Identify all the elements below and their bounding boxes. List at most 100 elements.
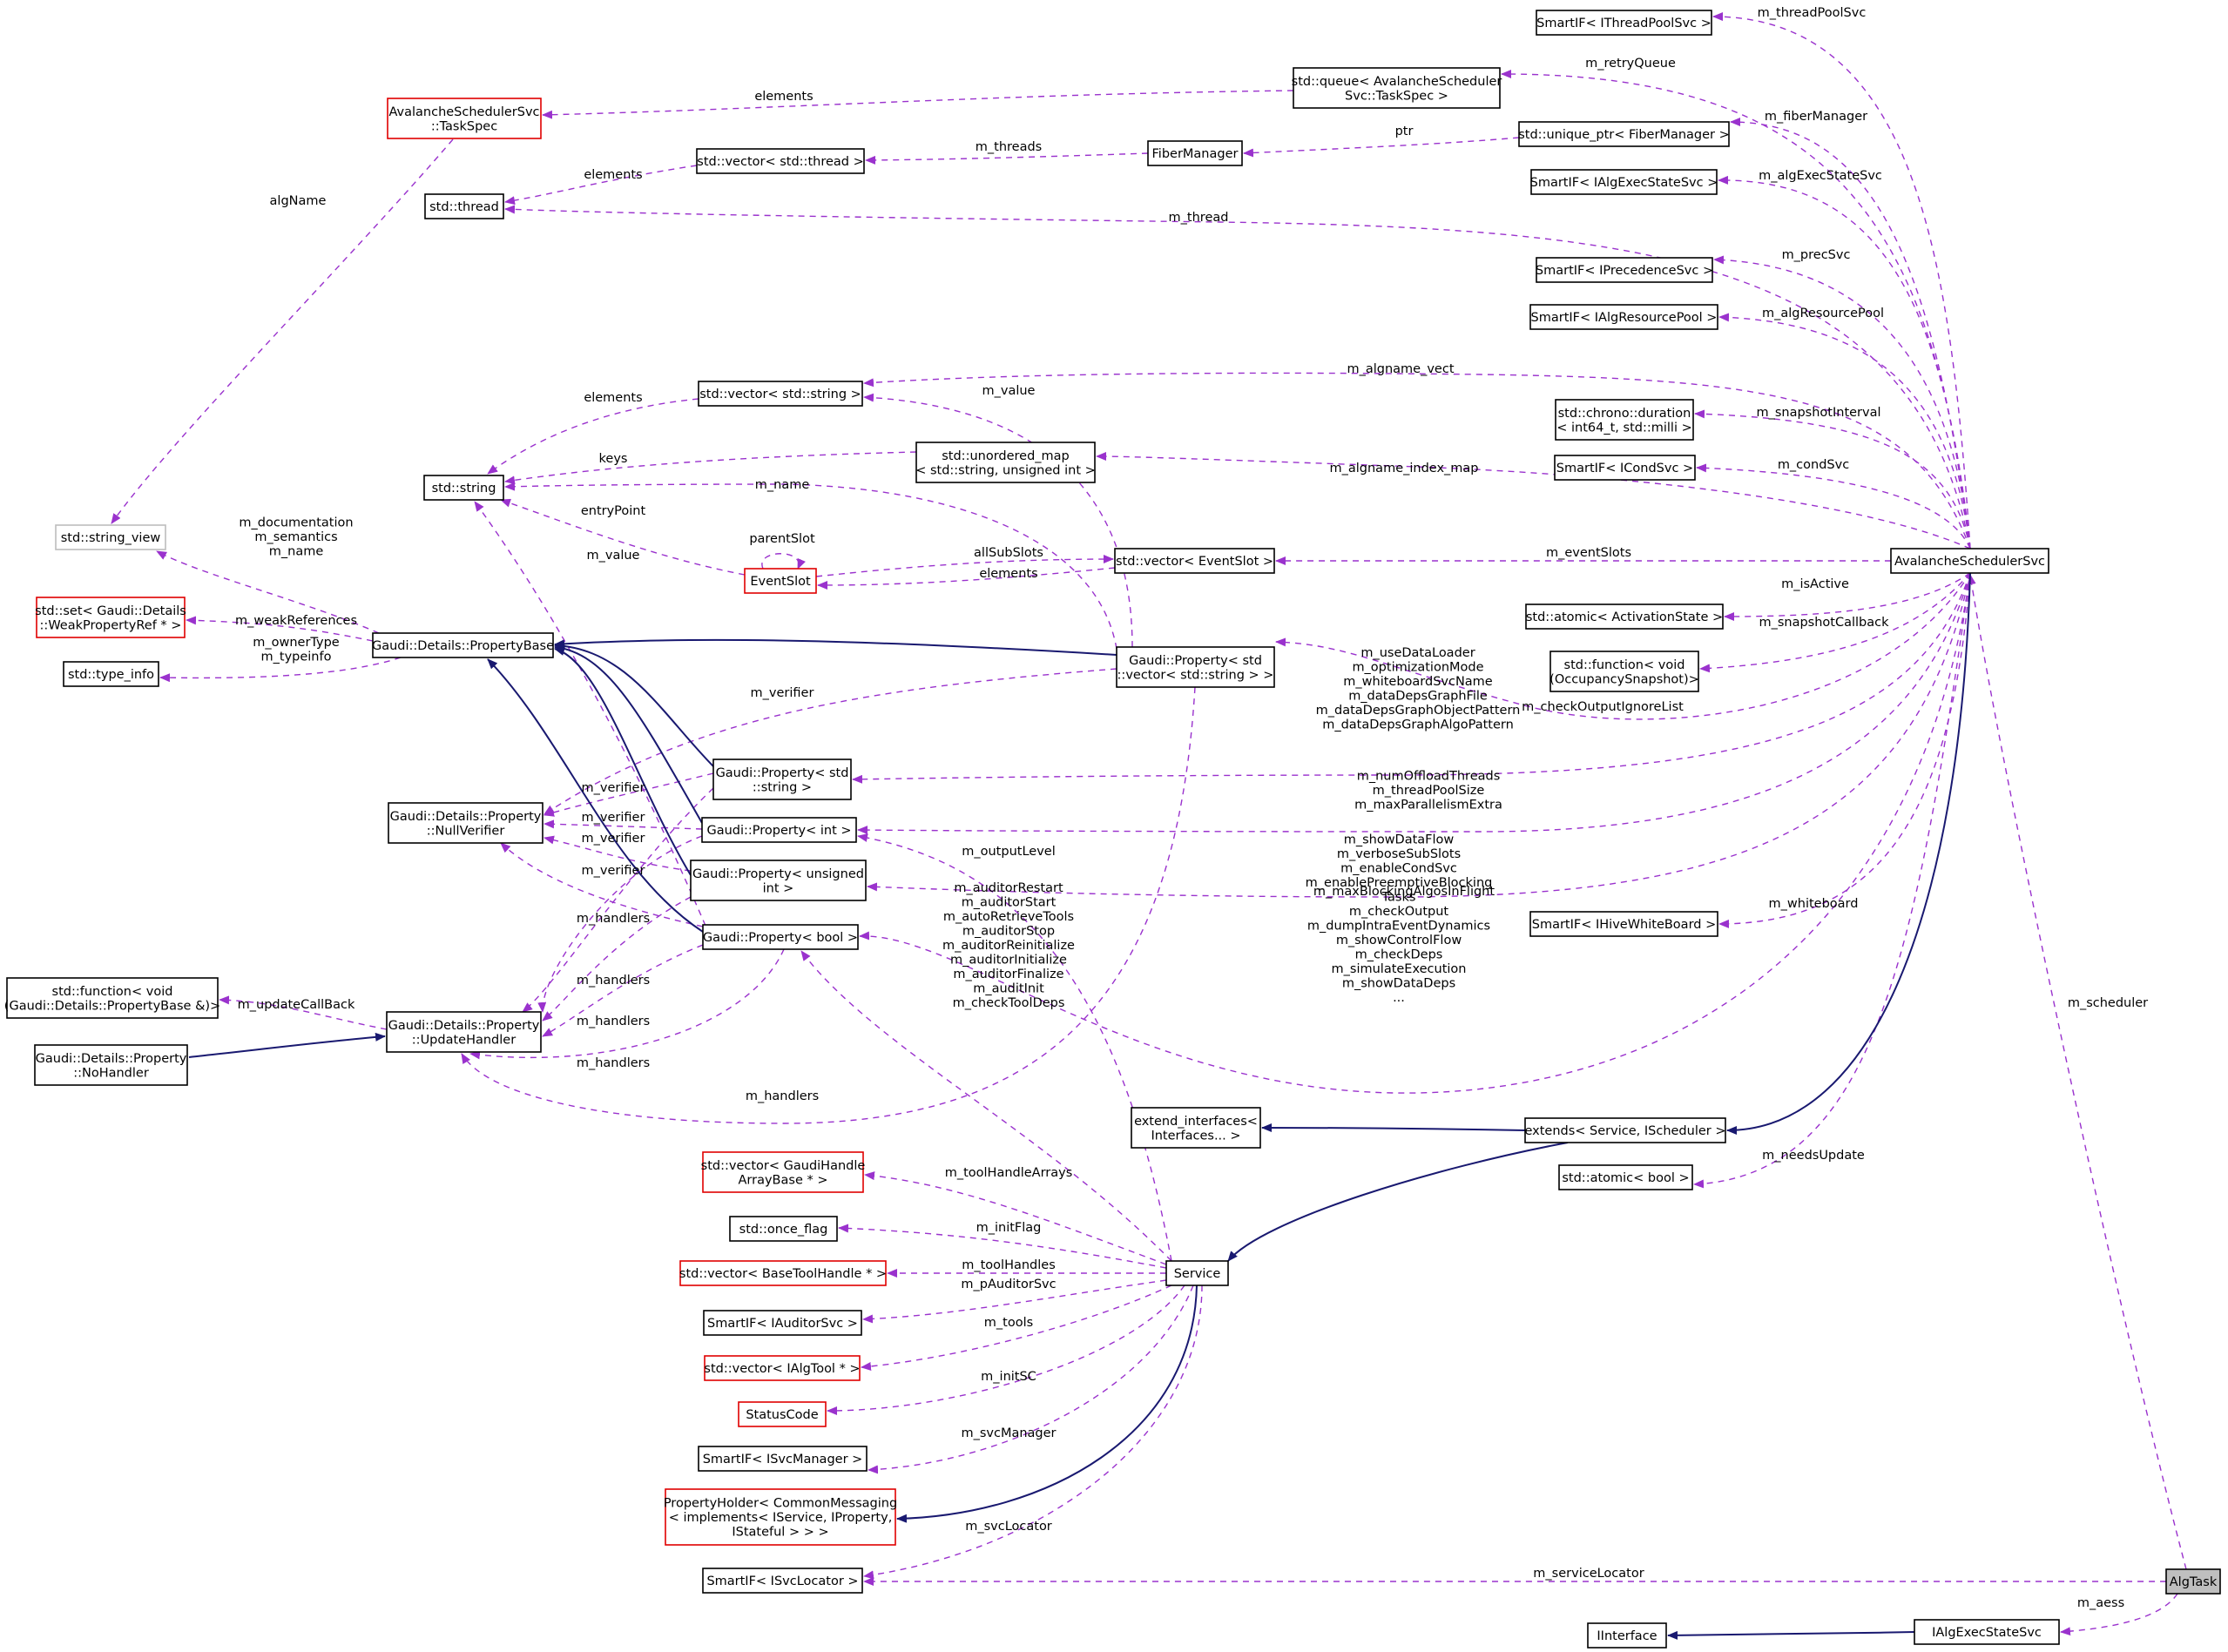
class-node-label: Gaudi::Details::PropertyBase [372, 639, 554, 653]
class-node-funcocc[interactable]: std::function< void(OccupancySnapshot)> [1549, 651, 1699, 692]
class-node-service[interactable]: Service [1165, 1260, 1229, 1286]
class-node-vecbasetool[interactable]: std::vector< BaseToolHandle * > [679, 1260, 887, 1286]
edge-label-line: m_dataDepsGraphAlgoPattern [1322, 718, 1514, 732]
class-node-propint[interactable]: Gaudi::Property< int > [701, 817, 857, 843]
edge-label-line: m_pAuditorSvc [961, 1278, 1056, 1291]
class-node-nullverifier[interactable]: Gaudi::Details::Property::NullVerifier [388, 802, 543, 844]
class-node-funcpb[interactable]: std::function< void(Gaudi::Details::Prop… [4, 977, 220, 1019]
class-node-label: std::string_view [61, 531, 161, 545]
class-node-umap[interactable]: std::unordered_map< std::string, unsigne… [915, 442, 1096, 483]
class-node-algres[interactable]: SmartIF< IAlgResourcePool > [1529, 304, 1718, 330]
edge-label-line: m_auditorStop [962, 925, 1055, 939]
class-node-vecstring[interactable]: std::vector< std::string > [698, 381, 863, 407]
class-node-label: ::vector< std::string > > [1117, 668, 1274, 682]
class-node-uniqfiber[interactable]: std::unique_ptr< FiberManager > [1518, 121, 1730, 147]
usage-edge-avalanche-to-algexecsmart [1718, 175, 1971, 550]
class-node-box [696, 148, 865, 174]
edge-label-evslots: m_eventSlots [1546, 546, 1631, 560]
edge-label-algname: algName [270, 194, 327, 208]
class-node-algexecsmart[interactable]: SmartIF< IAlgExecStateSvc > [1530, 169, 1718, 195]
class-node-hivewb[interactable]: SmartIF< IHiveWhiteBoard > [1529, 911, 1718, 937]
class-node-fibermanager[interactable]: FiberManager [1147, 140, 1243, 166]
class-node-threadpool[interactable]: SmartIF< IThreadPoolSvc > [1536, 10, 1712, 36]
class-node-avalanche[interactable]: AvalancheSchedulerSvc [1890, 548, 2049, 574]
class-node-stringview[interactable]: std::string_view [55, 524, 166, 550]
class-node-vecthread[interactable]: std::vector< std::thread > [696, 148, 865, 174]
class-node-auditorsvc[interactable]: SmartIF< IAuditorSvc > [703, 1310, 862, 1336]
class-node-label: EventSlot [750, 575, 811, 589]
class-node-box [1587, 1622, 1667, 1649]
class-node-box [1536, 257, 1713, 283]
class-node-extends[interactable]: extends< Service, IScheduler > [1524, 1117, 1726, 1143]
class-node-svcmanager[interactable]: SmartIF< ISvcManager > [698, 1446, 868, 1472]
class-node-typeinfo[interactable]: std::type_info [63, 661, 159, 687]
edge-label-line: m_verboseSubSlots [1337, 847, 1461, 861]
class-node-propvecstr[interactable]: Gaudi::Property< std::vector< std::strin… [1116, 646, 1275, 688]
class-node-statuscode[interactable]: StatusCode [738, 1401, 827, 1427]
class-node-propbase[interactable]: Gaudi::Details::PropertyBase [372, 632, 554, 658]
class-node-chrono[interactable]: std::chrono::duration< int64_t, std::mil… [1555, 399, 1694, 441]
class-node-box [1293, 67, 1501, 109]
class-node-label: std::vector< std::string > [699, 388, 861, 401]
class-node-label: std::once_flag [739, 1223, 828, 1237]
class-node-nohandler[interactable]: Gaudi::Details::Property::NoHandler [34, 1044, 188, 1086]
class-node-label: std::vector< IAlgTool * > [704, 1362, 860, 1376]
edge-label-line: m_enablePreemptiveBlocking [1306, 876, 1493, 890]
edge-label-algres: m_algResourcePool [1762, 307, 1884, 320]
class-node-atomicbool[interactable]: std::atomic< bool > [1558, 1164, 1693, 1190]
class-node-thread[interactable]: std::thread [424, 193, 504, 219]
class-node-box [387, 98, 542, 139]
edge-label-keys: keys [599, 452, 628, 466]
class-node-label: std::vector< EventSlot > [1116, 555, 1273, 569]
class-node-atomicact[interactable]: std::atomic< ActivationState > [1525, 603, 1724, 630]
class-node-propbool[interactable]: Gaudi::Property< bool > [702, 924, 859, 950]
class-node-iinterface[interactable]: IInterface [1587, 1622, 1667, 1649]
class-node-extendif[interactable]: extend_interfaces<Interfaces... > [1131, 1107, 1261, 1149]
class-node-label: Gaudi::Details::Property [388, 1019, 540, 1033]
class-node-setweak[interactable]: std::set< Gaudi::Details::WeakPropertyRe… [35, 597, 186, 638]
class-node-label: SmartIF< ICondSvc > [1556, 462, 1693, 475]
class-node-svclocator[interactable]: SmartIF< ISvcLocator > [702, 1568, 863, 1594]
class-node-propstr[interactable]: Gaudi::Property< std::string > [712, 759, 852, 800]
class-node-taskspec[interactable]: AvalancheSchedulerSvc::TaskSpec [387, 98, 542, 139]
class-node-box [424, 193, 504, 219]
class-node-label: std::unordered_map [942, 449, 1070, 463]
edge-label-line: m_snapshotInterval [1756, 406, 1880, 420]
class-node-onceflag[interactable]: std::once_flag [729, 1216, 838, 1242]
class-node-condsvc[interactable]: SmartIF< ICondSvc > [1554, 455, 1696, 481]
class-node-veceventslot[interactable]: std::vector< EventSlot > [1114, 548, 1275, 574]
class-node-vecalgtool[interactable]: std::vector< IAlgTool * > [704, 1355, 861, 1381]
class-node-algtask[interactable]: AlgTask [2165, 1568, 2221, 1595]
edge-label-entry: entryPoint [581, 504, 646, 518]
usage-edge-updhandler-to-funcpb [219, 995, 388, 1030]
edge-label-handlers4: m_handlers [577, 1056, 650, 1070]
edge-label-line: m_verifier [582, 832, 645, 846]
class-node-propholder[interactable]: PropertyHolder< CommonMessaging< impleme… [664, 1488, 897, 1546]
class-node-label: FiberManager [1152, 147, 1239, 161]
class-node-label: Gaudi::Details::Property [390, 810, 542, 824]
edge-label-ptr: ptr [1395, 125, 1414, 138]
inheritance-edge-extends-to-extendif [1261, 1123, 1526, 1133]
class-node-eventslot[interactable]: EventSlot [744, 568, 817, 594]
class-node-box [388, 802, 543, 844]
class-node-box [729, 1216, 838, 1242]
usage-edge-service-to-vecgaudihandle [864, 1171, 1167, 1265]
edge-label-line: m_handlers [746, 1089, 819, 1103]
edge-label-servloc: m_serviceLocator [1533, 1567, 1644, 1581]
class-node-string[interactable]: std::string [423, 475, 504, 501]
class-node-box [915, 442, 1096, 483]
class-node-precsvc[interactable]: SmartIF< IPrecedenceSvc > [1536, 257, 1713, 283]
class-node-updhandler[interactable]: Gaudi::Details::Property::UpdateHandler [386, 1011, 542, 1053]
class-node-label: SmartIF< ISvcManager > [703, 1453, 863, 1467]
edge-label-line: m_svcManager [961, 1426, 1056, 1440]
class-node-retryqueue[interactable]: std::queue< AvalancheSchedulerSvc::TaskS… [1292, 67, 1502, 109]
edge-label-elements-es: elements [979, 567, 1037, 581]
class-node-label: ::NullVerifier [427, 824, 505, 838]
edge-label-line: m_initFlag [976, 1221, 1042, 1235]
class-node-label: SmartIF< IAuditorSvc > [707, 1317, 858, 1331]
edge-label-aess: m_aess [2077, 1596, 2124, 1610]
class-node-ialgexec[interactable]: IAlgExecStateSvc [1914, 1619, 2060, 1645]
usage-edge-service-to-vecalgtool [861, 1285, 1172, 1371]
